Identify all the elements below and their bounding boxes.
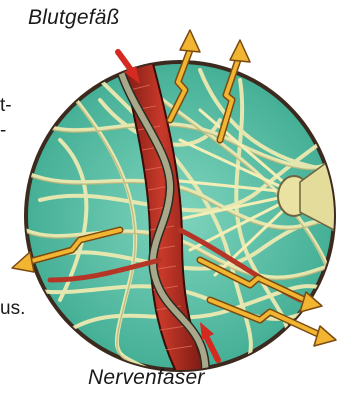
cut-text-3: us. bbox=[0, 298, 25, 320]
cut-text-1: t- bbox=[0, 95, 12, 117]
nerve-fiber-label: Nervenfaser bbox=[88, 366, 205, 390]
blood-vessel-label: Blutgefäß bbox=[28, 6, 120, 30]
cut-text-2: - bbox=[0, 120, 6, 142]
